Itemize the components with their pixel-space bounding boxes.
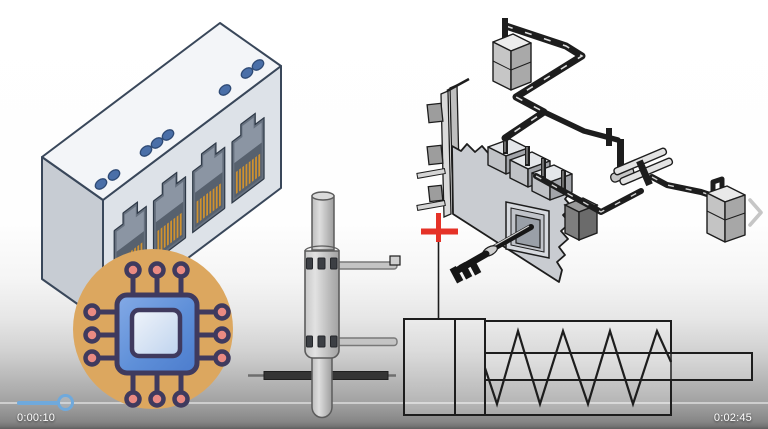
side-rod-lower — [335, 337, 398, 347]
rj45-port — [152, 171, 187, 263]
leadframe-illustration — [389, 18, 746, 284]
block-pin-bend — [710, 176, 725, 196]
cylinder-spring-schematic — [403, 318, 753, 416]
connector-cluster — [606, 128, 674, 187]
capacitor-block-top — [492, 18, 532, 91]
shaft-upper — [311, 195, 335, 251]
rj45-port — [231, 112, 265, 204]
cylinder-cap — [403, 318, 456, 416]
playhead-ring[interactable] — [57, 394, 74, 411]
cpu-chip-icon — [73, 249, 233, 409]
connector-top-face — [41, 22, 282, 201]
capacitor-block-right — [706, 185, 746, 243]
shaft-lower — [311, 351, 333, 419]
progress-bar-fill[interactable] — [17, 401, 59, 405]
rj45-port — [192, 142, 226, 234]
chip-die — [129, 307, 183, 359]
crosshair-marker — [421, 213, 458, 319]
next-chevron-icon[interactable] — [745, 197, 767, 229]
side-rod-upper — [335, 261, 398, 270]
probe-shaft-drawing — [248, 191, 398, 419]
key-through-window — [449, 224, 534, 284]
spring — [483, 327, 673, 408]
led-dots — [94, 59, 265, 190]
cylinder-piston — [454, 318, 486, 416]
sleeve — [304, 250, 340, 359]
chip-pin-pads — [83, 261, 231, 408]
sleeve-slots — [306, 257, 338, 348]
